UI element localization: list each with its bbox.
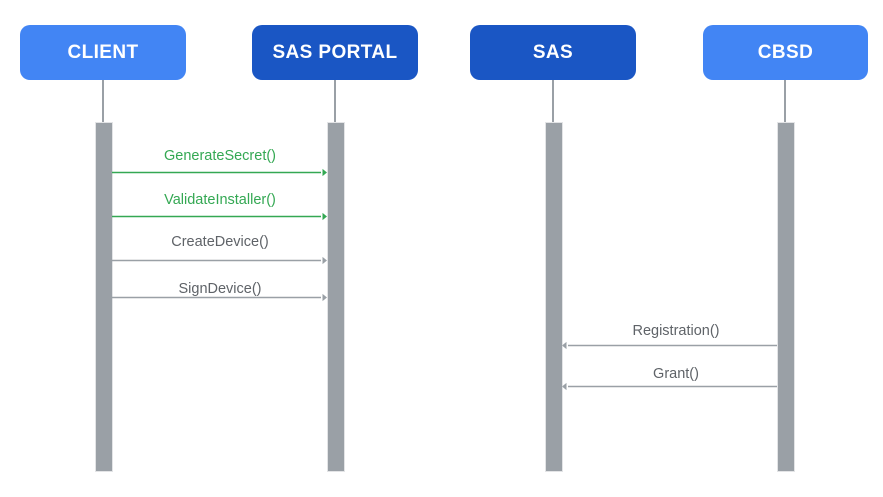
activation-bar-sas xyxy=(545,122,563,472)
actor-box-sas[interactable]: SAS xyxy=(470,25,636,80)
actor-box-sas-portal[interactable]: SAS PORTAL xyxy=(252,25,418,80)
activation-bar-sas-portal xyxy=(327,122,345,472)
message-label-registration: Registration() xyxy=(632,323,720,339)
actor-label-cbsd: CBSD xyxy=(757,41,814,63)
message-label-sign-device: SignDevice() xyxy=(178,281,262,297)
message-label-validate-installer: ValidateInstaller() xyxy=(164,192,276,208)
message-label-grant: Grant() xyxy=(653,366,699,382)
activation-bar-cbsd xyxy=(777,122,795,472)
lifeline-cbsd xyxy=(784,80,786,124)
lifeline-sas-portal xyxy=(334,80,336,124)
message-label-generate-secret: GenerateSecret() xyxy=(163,148,277,164)
message-label-create-device: CreateDevice() xyxy=(171,234,269,250)
actor-box-cbsd[interactable]: CBSD xyxy=(703,25,868,80)
actor-label-sas: SAS xyxy=(532,41,574,63)
actor-label-sas-portal: SAS PORTAL xyxy=(272,41,398,63)
actor-label-client: CLIENT xyxy=(67,41,139,63)
lifeline-sas xyxy=(552,80,554,124)
activation-bar-client xyxy=(95,122,113,472)
lifeline-client xyxy=(102,80,104,124)
actor-box-client[interactable]: CLIENT xyxy=(20,25,186,80)
